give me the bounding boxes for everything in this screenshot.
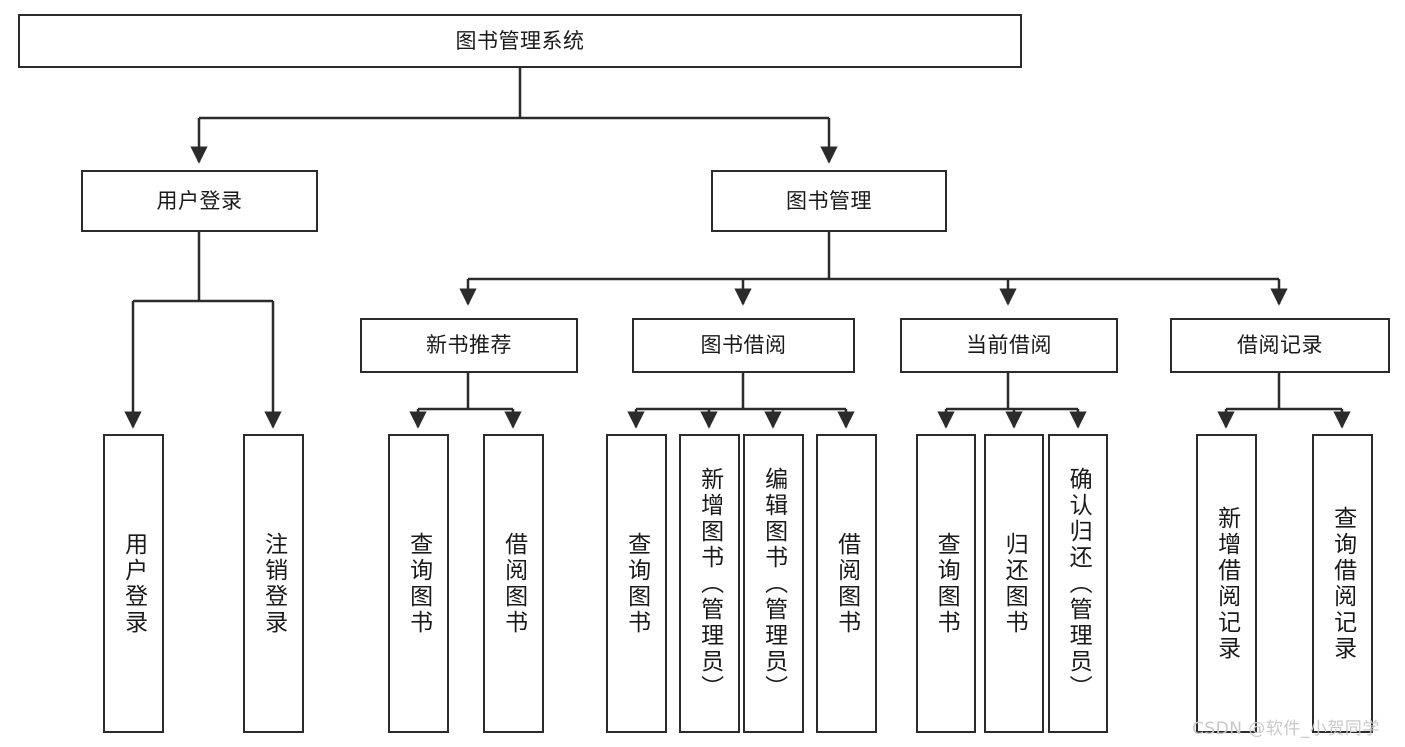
node-book-management[interactable]: 图书管理 <box>711 170 947 232</box>
node-label: 图书管理系统 <box>455 28 585 53</box>
node-label: 用户登录 <box>120 531 147 636</box>
node-label: 图书借阅 <box>700 333 787 358</box>
node-borrow-record[interactable]: 借阅记录 <box>1170 318 1390 373</box>
leaf-record-query-record[interactable]: 查询借阅记录 <box>1312 434 1373 733</box>
node-label: 当前借阅 <box>966 333 1052 358</box>
node-label: 新增图书（管理员） <box>696 466 723 701</box>
leaf-user-login-logout[interactable]: 注销登录 <box>243 434 304 733</box>
node-label: 新书推荐 <box>426 333 512 358</box>
leaf-record-add-record[interactable]: 新增借阅记录 <box>1196 434 1257 733</box>
node-label: 注销登录 <box>260 531 287 636</box>
node-current-borrow[interactable]: 当前借阅 <box>900 318 1118 373</box>
leaf-current-confirm-return-admin[interactable]: 确认归还（管理员） <box>1048 434 1108 733</box>
node-label: 查询图书 <box>933 531 960 636</box>
node-new-book-recommend[interactable]: 新书推荐 <box>360 318 578 373</box>
leaf-borrow-edit-book-admin[interactable]: 编辑图书（管理员） <box>743 434 804 733</box>
leaf-user-login-login[interactable]: 用户登录 <box>103 434 164 733</box>
node-label: 新增借阅记录 <box>1213 505 1240 662</box>
node-label: 图书管理 <box>786 188 872 213</box>
leaf-borrow-add-book-admin[interactable]: 新增图书（管理员） <box>679 434 740 733</box>
leaf-recommend-query-book[interactable]: 查询图书 <box>388 434 449 733</box>
node-label: 编辑图书（管理员） <box>760 466 787 701</box>
leaf-current-return-book[interactable]: 归还图书 <box>984 434 1044 733</box>
leaf-recommend-borrow-book[interactable]: 借阅图书 <box>483 434 544 733</box>
node-label: 借阅图书 <box>500 531 527 636</box>
node-book-borrow[interactable]: 图书借阅 <box>632 318 855 373</box>
node-label: 查询图书 <box>623 531 650 636</box>
node-root-system[interactable]: 图书管理系统 <box>18 14 1022 68</box>
node-label: 查询借阅记录 <box>1329 505 1356 662</box>
leaf-borrow-query-book[interactable]: 查询图书 <box>606 434 667 733</box>
node-label: 归还图书 <box>1001 531 1028 636</box>
node-label: 确认归还（管理员） <box>1065 466 1092 701</box>
node-label: 查询图书 <box>405 531 432 636</box>
csdn-watermark: CSDN @软件_小贺同学 <box>1192 719 1380 739</box>
node-label: 借阅记录 <box>1237 333 1323 358</box>
node-user-login[interactable]: 用户登录 <box>81 170 318 232</box>
node-label: 用户登录 <box>156 188 243 213</box>
leaf-borrow-borrow-book[interactable]: 借阅图书 <box>816 434 877 733</box>
leaf-current-query-book[interactable]: 查询图书 <box>916 434 976 733</box>
node-label: 借阅图书 <box>833 531 860 636</box>
